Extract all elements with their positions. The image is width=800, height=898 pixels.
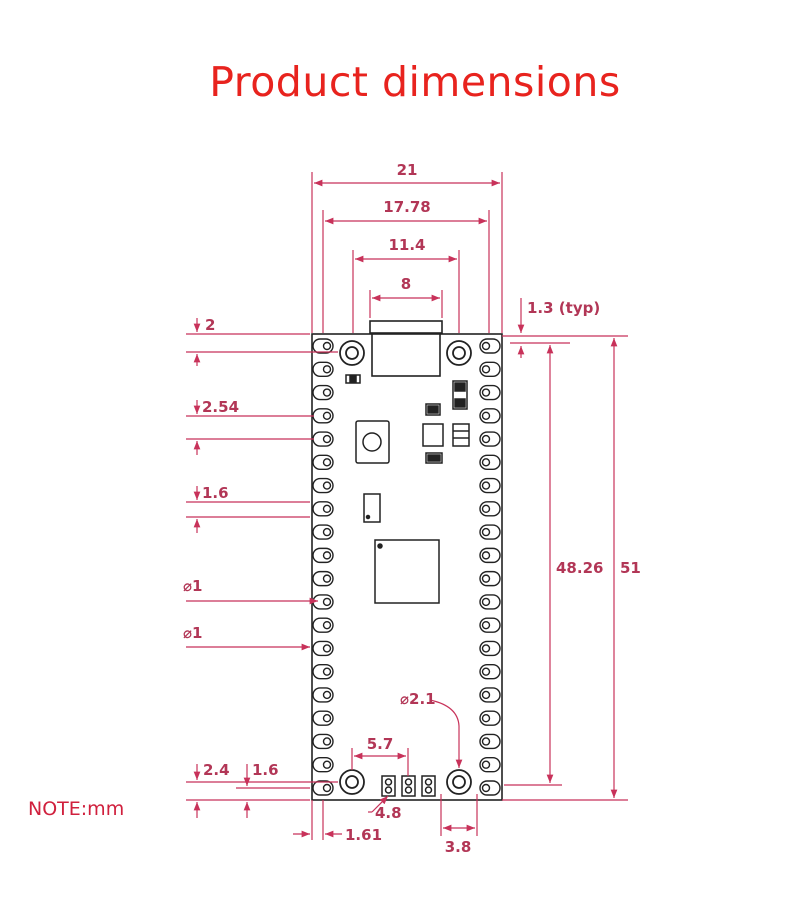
dim-debug-offset: 4.8: [375, 804, 402, 822]
dimension-labels: 21 17.78 11.4 8 1.3 (typ) 2 2.54 1.6 ⌀1 …: [183, 161, 641, 856]
pin-pad: [312, 757, 334, 773]
pin-pad: [312, 780, 334, 796]
pin-pad: [479, 477, 501, 494]
dim-usb-width: 8: [401, 275, 411, 293]
pin-pad: [479, 617, 501, 633]
pin-pad: [312, 570, 334, 587]
pin-pad: [312, 547, 334, 564]
pin-pad: [479, 710, 501, 726]
pin-pad: [312, 710, 334, 726]
dim-pin-offset: 1.6: [202, 484, 229, 502]
board-components: [345, 374, 470, 797]
pin-row-left: [312, 338, 334, 796]
pin-pad: [312, 640, 334, 657]
dim-usb-overhang: 1.3 (typ): [527, 299, 600, 317]
pin-pad: [479, 524, 501, 540]
pin-pad: [479, 408, 501, 424]
pin-pad: [479, 431, 501, 447]
pin-pad: [312, 733, 334, 750]
dim-pad-diameter-2: ⌀1: [183, 624, 202, 642]
pin-pad: [479, 733, 501, 750]
pin-pad: [312, 663, 334, 680]
dim-pad-diameter-1: ⌀1: [183, 577, 202, 595]
usb-connector: [369, 320, 443, 377]
pin-pad: [479, 501, 501, 517]
pin-pad: [479, 594, 501, 610]
dim-bottom-hole-offset: 2.4: [203, 761, 230, 779]
pin-pad: [479, 757, 501, 773]
dim-top-edge-to-hole: 2: [205, 316, 215, 334]
pin-pad: [312, 501, 334, 517]
board-outline: [311, 333, 503, 801]
pin-pad: [312, 384, 334, 401]
dim-bottom-pin-offset: 1.6: [252, 761, 279, 779]
pin-pad: [312, 687, 334, 703]
dim-pin-row-spacing: 17.78: [383, 198, 430, 216]
mounting-hole-top-right: [446, 340, 472, 366]
dimension-lines: [186, 172, 628, 840]
pin-pad: [479, 570, 501, 587]
dim-mount-hole-spacing-top: 11.4: [388, 236, 425, 254]
units-note: NOTE:mm: [28, 798, 125, 820]
pin-pad: [479, 547, 501, 564]
pin-pad: [479, 361, 501, 377]
dim-debug-pin-spacing: 5.7: [367, 735, 394, 753]
pin-pad: [479, 687, 501, 703]
pin-pad: [312, 524, 334, 540]
dim-board-length: 51: [620, 559, 641, 577]
pin-pad: [479, 338, 501, 354]
pin-row-right: [479, 338, 501, 796]
dim-pin-pitch: 2.54: [202, 398, 239, 416]
pin-pad: [312, 477, 334, 494]
pin-pad: [479, 454, 501, 471]
pin-pad: [312, 454, 334, 471]
pin-pad: [312, 338, 334, 354]
dim-width-total: 21: [397, 161, 418, 179]
pin-pad: [479, 640, 501, 657]
mounting-hole-bottom-left: [339, 769, 365, 795]
mounting-hole-top-left: [339, 340, 365, 366]
pin-pad: [312, 617, 334, 633]
dim-hole-to-edge: 3.8: [445, 838, 472, 856]
mounting-hole-bottom-right: [446, 769, 472, 795]
pin-pad: [312, 408, 334, 424]
pin-pad: [312, 361, 334, 377]
page-title: Product dimensions: [209, 58, 621, 106]
dim-edge-to-pin: 1.61: [345, 826, 382, 844]
pin-pad: [479, 780, 501, 796]
pin-pad: [312, 594, 334, 610]
pin-pad: [479, 384, 501, 401]
pin-pad: [312, 431, 334, 447]
dim-mount-hole-diameter: ⌀2.1: [400, 690, 436, 708]
pin-pad: [479, 663, 501, 680]
dim-mount-hole-spacing-vertical: 48.26: [556, 559, 603, 577]
